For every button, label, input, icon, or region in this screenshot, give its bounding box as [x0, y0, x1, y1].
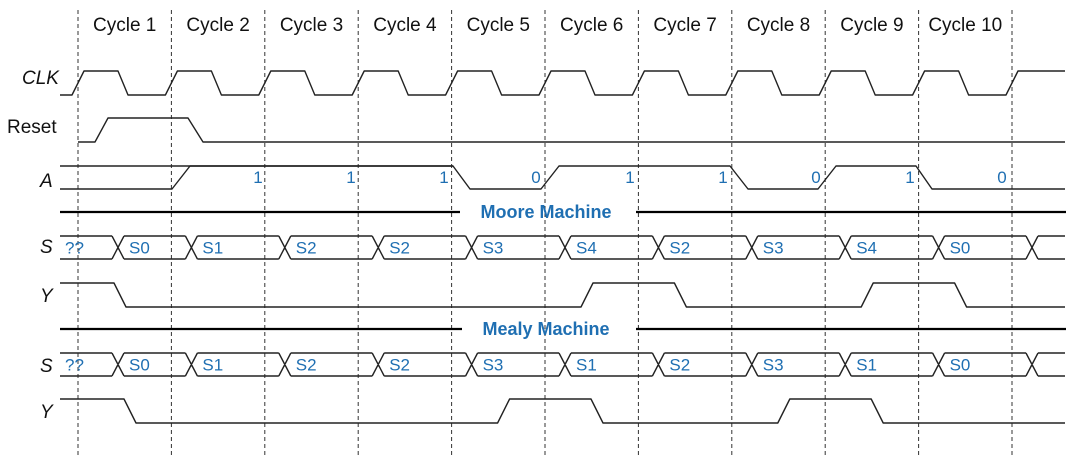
mealy-state-9: S3	[763, 356, 784, 375]
moore-bus-rails	[60, 235, 1065, 260]
mealy-bus-rails	[60, 352, 1065, 377]
moore-y-line	[60, 282, 1065, 308]
moore-machine-title: Moore Machine	[480, 202, 611, 222]
mealy-state-1: ??	[65, 356, 84, 375]
mealy-state-7: S1	[576, 356, 597, 375]
moore-state-5: S2	[389, 239, 410, 258]
a-value-6: 1	[718, 168, 727, 187]
moore-y-label: Y	[40, 286, 54, 307]
cycle-label-8: Cycle 8	[747, 15, 810, 36]
reset-waveform	[78, 117, 1065, 143]
a-value-8: 1	[905, 168, 914, 187]
a-value-2: 1	[346, 168, 355, 187]
moore-state-4: S2	[296, 239, 317, 258]
moore-state-11: S0	[950, 239, 971, 258]
signal-labels: CLK Reset A S Y S Y	[7, 68, 60, 423]
cycle-label-6: Cycle 6	[560, 15, 623, 36]
a-value-labels: 1 1 1 0 1 1 0 1 0	[253, 168, 1006, 187]
cycle-label-2: Cycle 2	[186, 15, 249, 36]
mealy-machine-title: Mealy Machine	[482, 319, 609, 339]
moore-state-2: S0	[129, 239, 150, 258]
a-bus-lower-start	[60, 165, 453, 190]
mealy-state-bus: ?? S0 S1 S2 S2 S3 S1 S2 S3 S1 S0	[60, 352, 1065, 377]
moore-state-10: S4	[856, 239, 877, 258]
moore-machine-separator: Moore Machine	[60, 202, 1066, 222]
mealy-state-6: S3	[483, 356, 504, 375]
moore-state-bus: ?? S0 S1 S2 S2 S3 S4 S2 S3 S4 S0	[60, 235, 1065, 260]
mealy-s-label: S	[40, 356, 53, 377]
mealy-state-2: S0	[129, 356, 150, 375]
moore-state-9: S3	[763, 239, 784, 258]
a-waveform	[60, 165, 1065, 190]
cycle-label-5: Cycle 5	[467, 15, 530, 36]
cycle-label-4: Cycle 4	[373, 15, 437, 36]
a-value-5: 1	[625, 168, 634, 187]
mealy-state-3: S1	[202, 356, 223, 375]
clk-label: CLK	[22, 68, 60, 89]
cycle-label-7: Cycle 7	[653, 15, 716, 36]
mealy-state-11: S0	[950, 356, 971, 375]
clk-waveform	[60, 70, 1065, 96]
mealy-y-waveform	[60, 398, 1065, 424]
mealy-state-4: S2	[296, 356, 317, 375]
moore-state-1: ??	[65, 239, 84, 258]
cycle-header: Cycle 1 Cycle 2 Cycle 3 Cycle 4 Cycle 5 Cycle…	[93, 15, 1002, 36]
a-value-1: 1	[253, 168, 262, 187]
cycle-label-1: Cycle 1	[93, 15, 156, 36]
a-value-7: 0	[811, 168, 820, 187]
a-value-4: 0	[531, 168, 540, 187]
mealy-y-line	[60, 398, 1065, 424]
moore-state-6: S3	[483, 239, 504, 258]
mealy-state-5: S2	[389, 356, 410, 375]
moore-state-8: S2	[669, 239, 690, 258]
cycle-label-9: Cycle 9	[840, 15, 903, 36]
mealy-y-label: Y	[40, 402, 54, 423]
a-value-9: 0	[997, 168, 1006, 187]
a-label: A	[39, 171, 53, 192]
moore-state-3: S1	[202, 239, 223, 258]
moore-state-7: S4	[576, 239, 597, 258]
cycle-guide-lines	[77, 10, 1013, 458]
cycle-label-10: Cycle 10	[928, 15, 1002, 36]
reset-label: Reset	[7, 117, 57, 138]
moore-s-label: S	[40, 237, 53, 258]
a-bus-upper	[60, 165, 1065, 190]
mealy-state-10: S1	[856, 356, 877, 375]
a-value-3: 1	[439, 168, 448, 187]
cycle-label-3: Cycle 3	[280, 15, 343, 36]
mealy-machine-separator: Mealy Machine	[60, 319, 1066, 339]
moore-y-waveform	[60, 282, 1065, 308]
mealy-state-8: S2	[669, 356, 690, 375]
